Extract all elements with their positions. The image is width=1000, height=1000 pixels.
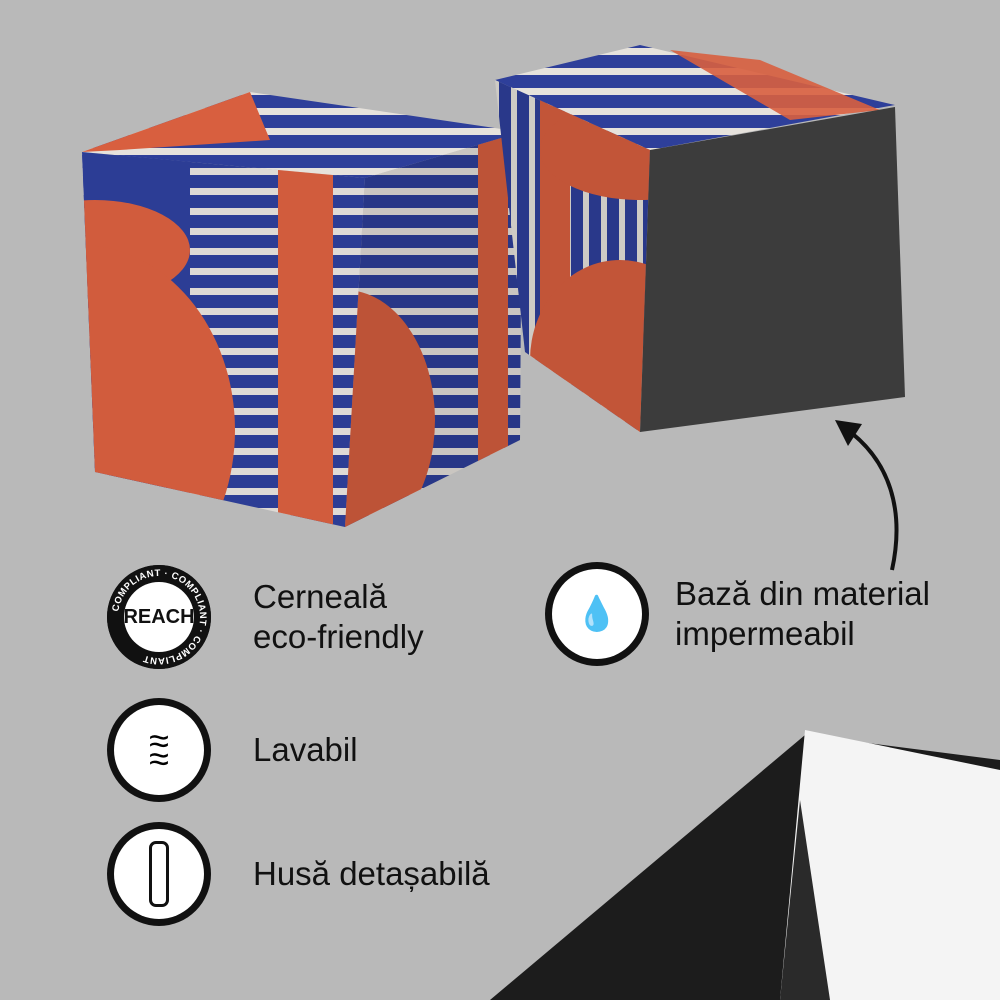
- right-pouf: [495, 45, 905, 432]
- feature-label: Cerneală eco-friendly: [253, 578, 424, 655]
- feature-removable-cover: Husă detașabilă: [107, 822, 490, 926]
- feature-label: Lavabil: [253, 731, 358, 768]
- waves-icon: ≈≈: [107, 698, 211, 802]
- feature-label: Husă detașabilă: [253, 855, 490, 892]
- left-pouf: [82, 92, 522, 527]
- feature-label: Bază din material impermeabil: [675, 575, 930, 652]
- reach-text: REACH: [123, 605, 195, 628]
- feature-waterproof: 💧 Bază din material impermeabil: [545, 562, 930, 666]
- fabric-swatch: [490, 730, 1000, 1000]
- zipper-icon: [107, 822, 211, 926]
- reach-ring: COMPLIANT · COMPLIANT · COMPLIANT: [107, 565, 211, 669]
- feature-reach: COMPLIANT · COMPLIANT · COMPLIANT REACH …: [107, 565, 424, 669]
- feature-washable: ≈≈ Lavabil: [107, 698, 358, 802]
- arrow-icon: [843, 426, 899, 571]
- waterproof-base: [640, 107, 905, 432]
- reach-compliant-icon: COMPLIANT · COMPLIANT · COMPLIANT REACH: [107, 565, 211, 669]
- waterproof-drops-icon: 💧: [545, 562, 649, 666]
